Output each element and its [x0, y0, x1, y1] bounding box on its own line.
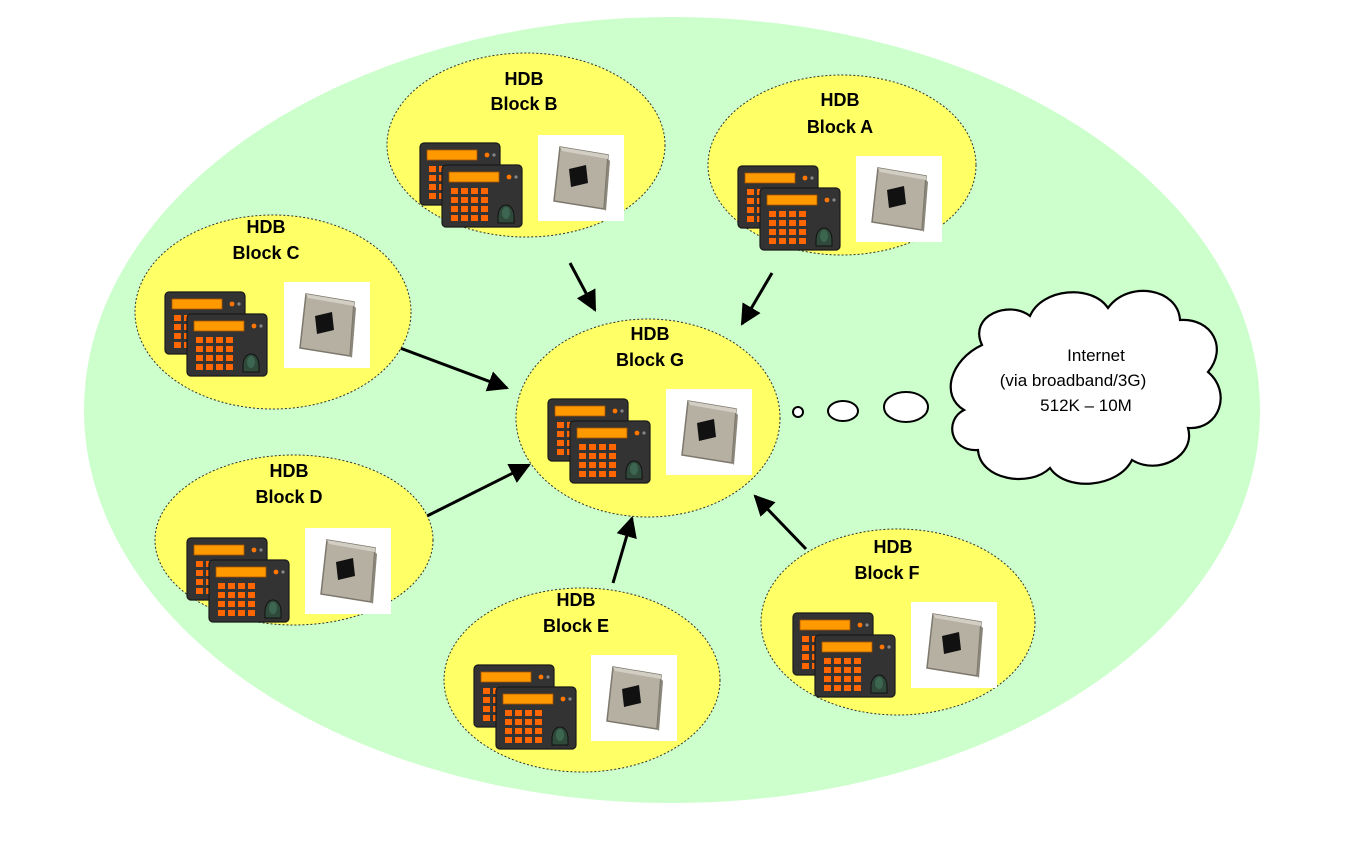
arrow-block-a-to-g	[740, 272, 774, 326]
block-b-node: HDB Block B	[386, 52, 666, 238]
connection-arrows	[399, 262, 808, 584]
arrow-block-c-to-g	[399, 346, 509, 392]
internet-line1: Internet	[1067, 346, 1125, 365]
block-g-line2: Block G	[616, 350, 684, 370]
internet-line2: (via broadband/3G)	[1000, 371, 1146, 390]
block-e-line2: Block E	[543, 616, 609, 636]
wireless-access-point-icon	[590, 654, 678, 742]
wireless-access-point-icon	[910, 601, 998, 689]
block-b-line2: Block B	[490, 94, 557, 114]
block-a-line1: HDB	[821, 90, 860, 110]
wireless-access-point-icon	[855, 155, 943, 243]
arrow-block-e-to-g	[611, 515, 637, 584]
cloud-connector-bubbles	[792, 391, 929, 423]
block-a-line2: Block A	[807, 117, 873, 137]
arrow-block-b-to-g	[568, 262, 597, 312]
internet-cloud: Internet (via broadband/3G) 512K – 10M	[949, 289, 1222, 485]
block-c-node: HDB Block C	[134, 214, 412, 410]
block-f-line2: Block F	[854, 563, 919, 583]
block-c-line1: HDB	[247, 217, 286, 237]
block-g-line1: HDB	[631, 324, 670, 344]
block-d-line1: HDB	[270, 461, 309, 481]
block-a-node: HDB Block A	[707, 74, 977, 256]
wireless-access-point-icon	[665, 388, 753, 476]
block-c-line2: Block C	[232, 243, 299, 263]
block-e-node: HDB Block E	[443, 587, 721, 773]
block-f-line1: HDB	[874, 537, 913, 557]
block-b-line1: HDB	[505, 69, 544, 89]
arrow-block-f-to-g	[753, 494, 808, 551]
cloud-icon	[949, 289, 1222, 485]
wireless-access-point-icon	[283, 281, 371, 369]
block-g-node: HDB Block G	[515, 318, 781, 518]
wireless-access-point-icon	[304, 527, 392, 615]
block-d-line2: Block D	[255, 487, 322, 507]
block-f-node: HDB Block F	[760, 528, 1036, 716]
block-e-line1: HDB	[557, 590, 596, 610]
block-d-node: HDB Block D	[154, 454, 434, 626]
internet-line3: 512K – 10M	[1040, 396, 1132, 415]
arrow-block-d-to-g	[422, 463, 531, 520]
wireless-access-point-icon	[537, 134, 625, 222]
